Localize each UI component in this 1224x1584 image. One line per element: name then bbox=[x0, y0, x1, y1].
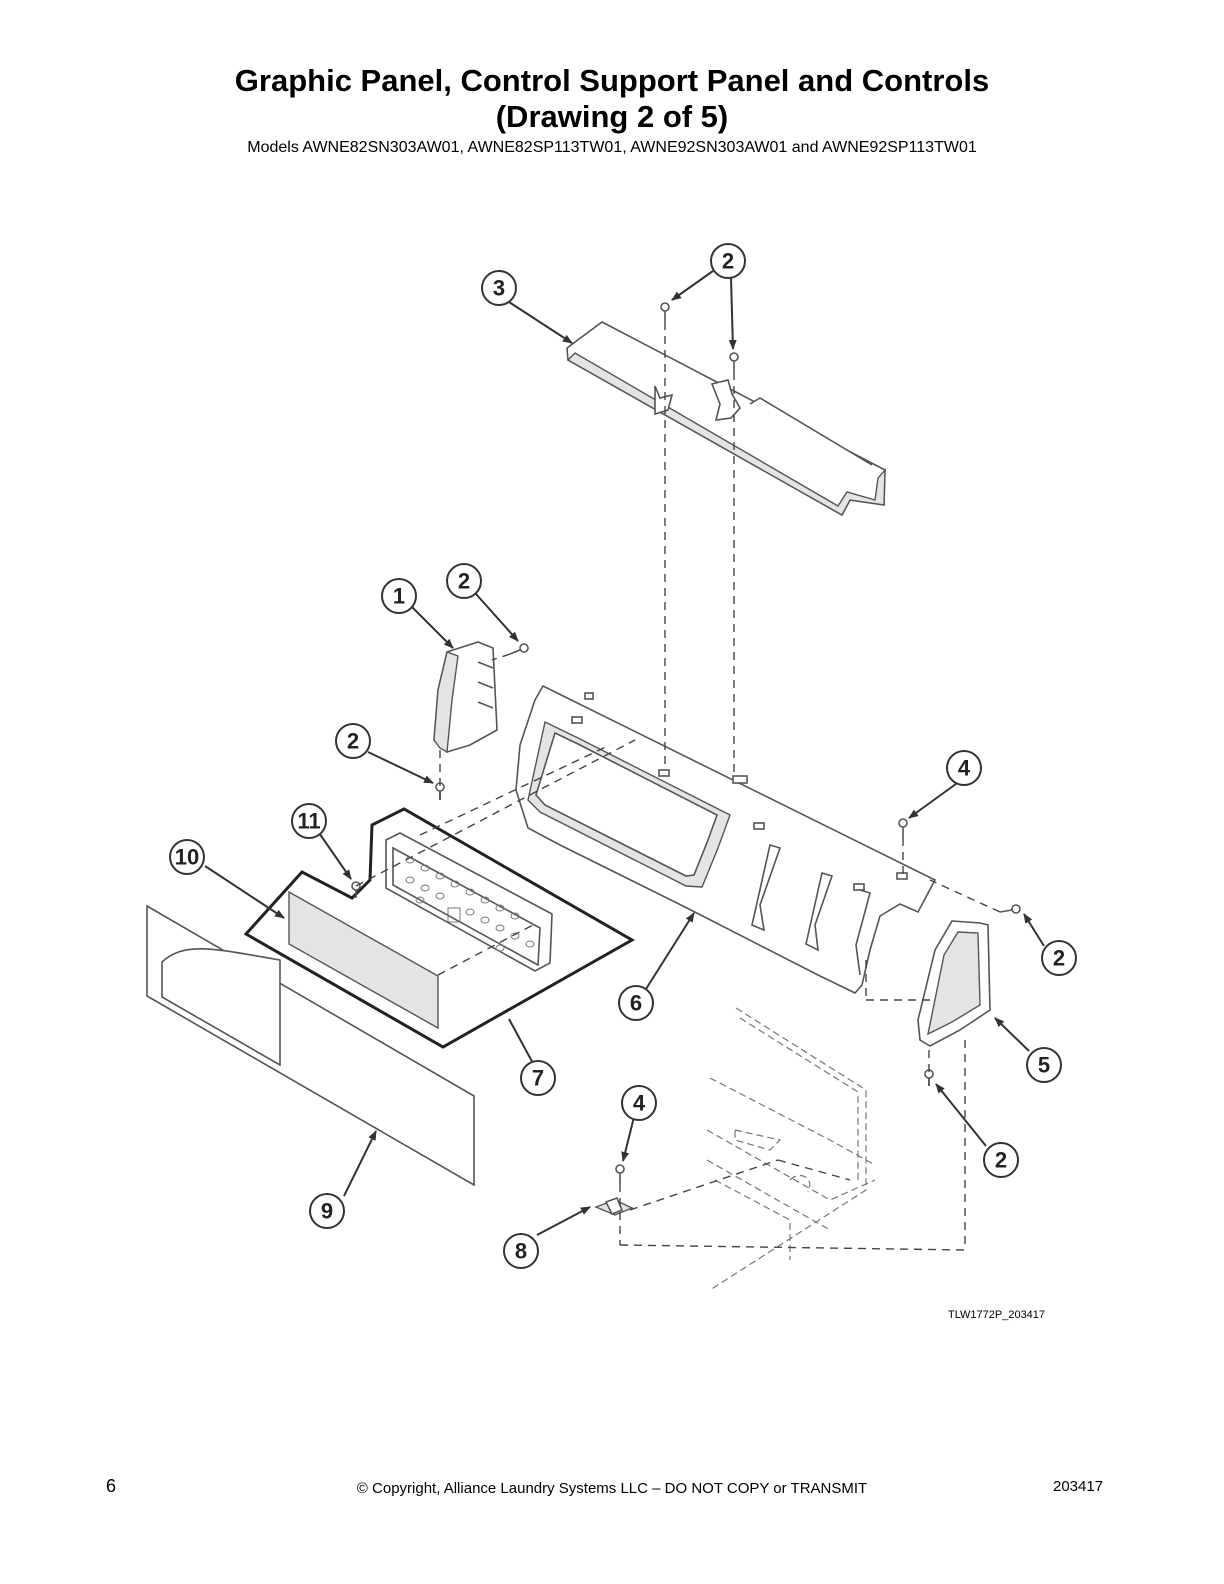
callout-2e: 2 bbox=[983, 1142, 1019, 1178]
callout-2d: 2 bbox=[1041, 940, 1077, 976]
svg-text:10: 10 bbox=[175, 845, 199, 870]
page-title-line-1: Graphic Panel, Control Support Panel and… bbox=[234, 63, 990, 98]
graphic-panel-top-cover bbox=[566, 321, 886, 517]
svg-text:9: 9 bbox=[321, 1199, 333, 1224]
page-title-line-2: (Drawing 2 of 5) bbox=[495, 99, 729, 134]
callout-2c: 2 bbox=[335, 723, 371, 759]
svg-text:2: 2 bbox=[722, 249, 734, 274]
svg-text:2: 2 bbox=[458, 569, 470, 594]
leader-arrows bbox=[204, 270, 1045, 1236]
callout-7: 7 bbox=[520, 1060, 556, 1096]
svg-text:11: 11 bbox=[297, 809, 320, 834]
callout-4b: 4 bbox=[621, 1085, 657, 1121]
callout-2b: 2 bbox=[446, 563, 482, 599]
svg-text:2: 2 bbox=[995, 1148, 1007, 1173]
document-number: 203417 bbox=[1053, 1478, 1104, 1495]
svg-text:5: 5 bbox=[1038, 1053, 1050, 1078]
callout-6: 6 bbox=[618, 985, 654, 1021]
cabinet-ghost-outline bbox=[706, 1007, 876, 1291]
svg-text:3: 3 bbox=[493, 276, 505, 301]
callout-8: 8 bbox=[503, 1233, 539, 1269]
mounting-clip bbox=[594, 1196, 634, 1216]
drawing-id: TLW1772P_203417 bbox=[948, 1309, 1046, 1321]
svg-text:1: 1 bbox=[393, 584, 405, 609]
copyright-notice: © Copyright, Alliance Laundry Systems LL… bbox=[356, 1480, 868, 1497]
page-number: 6 bbox=[106, 1476, 117, 1496]
svg-text:6: 6 bbox=[630, 991, 642, 1016]
assembly-lines bbox=[355, 322, 1001, 1251]
svg-text:8: 8 bbox=[515, 1239, 527, 1264]
callout-9: 9 bbox=[309, 1193, 345, 1229]
svg-text:4: 4 bbox=[633, 1091, 646, 1116]
callout-1: 1 bbox=[381, 578, 417, 614]
svg-text:7: 7 bbox=[532, 1066, 544, 1091]
control-assembly bbox=[243, 807, 636, 1049]
left-end-cap bbox=[433, 641, 498, 754]
graphic-overlay bbox=[146, 904, 475, 1187]
callout-3: 3 bbox=[481, 270, 517, 306]
model-list: Models AWNE82SN303AW01, AWNE82SP113TW01,… bbox=[247, 139, 977, 156]
callout-11: 11 bbox=[291, 803, 327, 839]
callout-2a: 2 bbox=[710, 243, 746, 279]
callout-4a: 4 bbox=[946, 750, 982, 786]
control-support-panel bbox=[515, 684, 937, 994]
right-end-cap bbox=[917, 920, 991, 1047]
svg-text:2: 2 bbox=[347, 729, 359, 754]
callout-10: 10 bbox=[169, 839, 205, 875]
svg-text:4: 4 bbox=[958, 756, 971, 781]
callout-5: 5 bbox=[1026, 1047, 1062, 1083]
svg-text:2: 2 bbox=[1053, 946, 1065, 971]
